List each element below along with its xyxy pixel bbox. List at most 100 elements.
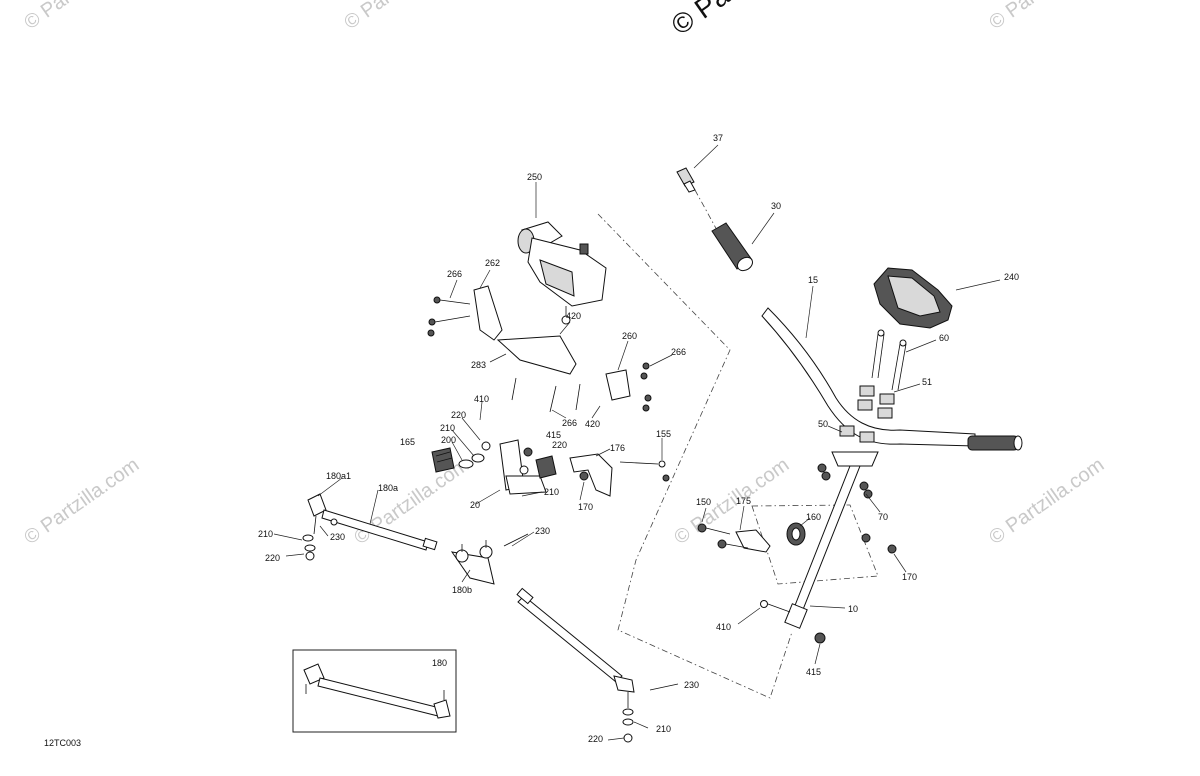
column-nut [814, 632, 826, 644]
bushing-165 [431, 447, 455, 473]
watermark: © Partzilla.com [985, 454, 1108, 549]
column-bolt [760, 600, 791, 613]
callout-leaders [273, 144, 1001, 741]
callout-420: 420 [585, 419, 600, 429]
washer-220 [481, 441, 491, 451]
callout-410: 410 [716, 622, 731, 632]
watermark: © Partzilla.com [670, 454, 793, 549]
watermark: © Partzilla.com [20, 0, 143, 34]
bracket-nut [861, 533, 871, 543]
callout-176: 176 [610, 443, 625, 453]
callout-180a: 180a [378, 483, 398, 493]
washer-220 [519, 465, 529, 475]
callout-266: 266 [562, 418, 577, 428]
callout-260: 260 [622, 331, 637, 341]
callout-283: 283 [471, 360, 486, 370]
callout-220: 220 [552, 440, 567, 450]
callout-175: 175 [736, 496, 751, 506]
steering-column [784, 451, 879, 629]
callout-170: 170 [902, 572, 917, 582]
callout-415: 415 [546, 430, 561, 440]
tie-rod-hardware [302, 518, 679, 743]
washer-200 [458, 459, 474, 469]
callout-180a1: 180a1 [326, 471, 351, 481]
bracket-176 [569, 453, 613, 497]
callout-51: 51 [922, 377, 932, 387]
callout-labels: 37 30 15 240 60 51 50 70 160 175 150 170… [44, 133, 1019, 748]
bolt-155 [619, 460, 670, 482]
callout-165: 165 [400, 437, 415, 447]
bushing-right [535, 455, 557, 479]
bar-end-plug [676, 167, 696, 193]
clamp-nuts [817, 463, 873, 499]
bracket-boundary [751, 504, 879, 585]
callout-210: 210 [656, 724, 671, 734]
callout-30: 30 [771, 201, 781, 211]
watermark: © Partzilla.com [985, 0, 1108, 34]
callout-266: 266 [671, 347, 686, 357]
dps-side-bracket [473, 285, 503, 341]
callout-200: 200 [441, 435, 456, 445]
callout-420: 420 [566, 311, 581, 321]
dps-mount-plate [496, 335, 577, 375]
watermark: © Partzilla.com [350, 454, 473, 549]
callout-10: 10 [848, 604, 858, 614]
tie-rod-assembly [302, 493, 679, 743]
callout-150: 150 [696, 497, 711, 507]
callout-20: 20 [470, 500, 480, 510]
dps-motor-unit [517, 221, 607, 325]
callout-230: 230 [330, 532, 345, 542]
handlebar-assembly [676, 167, 1023, 644]
callout-155: 155 [656, 429, 671, 439]
watermark: © Partzilla.com [20, 454, 143, 549]
callout-220: 220 [265, 553, 280, 563]
callout-210: 210 [258, 529, 273, 539]
callout-250: 250 [527, 172, 542, 182]
assembly-boundary [597, 213, 793, 699]
tie-rod-right [517, 595, 623, 683]
steering-arm [499, 439, 547, 495]
callout-266: 266 [447, 269, 462, 279]
callout-180: 180 [432, 658, 447, 668]
column-bracket [735, 529, 771, 553]
callout-210: 210 [440, 423, 455, 433]
callout-230: 230 [535, 526, 550, 536]
figure-code: 12TC003 [44, 738, 81, 748]
callout-415: 415 [806, 667, 821, 677]
watermark: © Partzilla.com [340, 0, 463, 34]
callout-170: 170 [578, 502, 593, 512]
bracket-bolts [697, 523, 749, 549]
callout-60: 60 [939, 333, 949, 343]
nut-415 [523, 447, 533, 457]
inset-tie-rod-180 [292, 649, 457, 733]
callout-220: 220 [588, 734, 603, 744]
copyright-watermark: © Pa [666, 0, 735, 41]
bracket-bolts-left [427, 296, 471, 337]
steering-support-plate [605, 369, 631, 401]
callout-50: 50 [818, 419, 828, 429]
upper-clamps [857, 385, 895, 419]
tie-rod-center-180b [450, 540, 495, 585]
callout-230: 230 [684, 680, 699, 690]
bracket-nut [887, 544, 897, 554]
callout-240: 240 [1004, 272, 1019, 282]
callout-210: 210 [544, 487, 559, 497]
callout-220: 220 [451, 410, 466, 420]
column-bushing [786, 522, 806, 546]
plate-fasteners [511, 362, 652, 413]
callout-262: 262 [485, 258, 500, 268]
callout-160: 160 [806, 512, 821, 522]
callout-180b: 180b [452, 585, 472, 595]
handlebar-tube [761, 307, 1023, 451]
callout-410: 410 [474, 394, 489, 404]
tie-rod-180a [321, 509, 429, 551]
clamp-bolts [871, 329, 907, 391]
handlebar-grip-left [711, 222, 753, 272]
callout-70: 70 [878, 512, 888, 522]
tie-rod-end-left [307, 493, 327, 535]
callout-37: 37 [713, 133, 723, 143]
callout-15: 15 [808, 275, 818, 285]
tie-rod-end-right [613, 675, 635, 708]
